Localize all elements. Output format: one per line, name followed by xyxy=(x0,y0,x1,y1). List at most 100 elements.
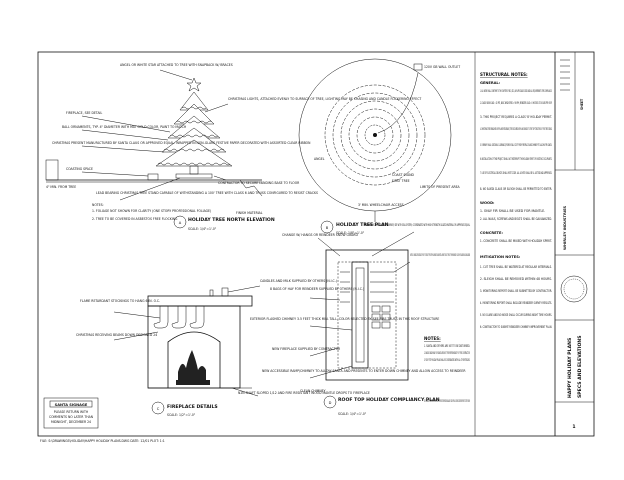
candle-icon xyxy=(209,289,214,297)
tree-elevation: ANGEL OR WHITE STAR ATTACHED TO TREE WIT… xyxy=(45,63,421,231)
detail-bubble xyxy=(173,215,187,229)
tree-note-1: 1. FOLIAGE NOT SHOWN FOR CLARITY (ONE ST… xyxy=(92,209,211,213)
svg-text:C: C xyxy=(157,407,160,411)
detail-bubble xyxy=(151,401,165,415)
roof-callout-landing: LIMITS OF LANDING ZONE MIDDLE OF ROOF TO… xyxy=(410,253,470,257)
tree-plan: 120V GB WALL OUTLET ANGEL COAST STAND FI… xyxy=(298,58,461,235)
footer-file-path: FILE: S:\DRAWINGS\HOLIDAY\HAPPY HOLIDAY … xyxy=(40,439,165,443)
tree-lights xyxy=(157,106,231,166)
flame-icon xyxy=(178,350,206,380)
plan-scalloped-rings xyxy=(324,84,426,186)
detail-title: ROOF TOP HOLIDAY COMPLIANCY PLAN xyxy=(338,397,440,403)
roof-callout-fireplace: NEW FIREPLACE SUPPLIED BY CONTRACTOR xyxy=(272,347,341,351)
detail-title: FIREPLACE DETAILS xyxy=(167,404,218,410)
svg-text:GENERAL:: GENERAL: xyxy=(480,81,501,85)
svg-text:8. NO SANTA CLAUS OR SLEIGH SH: 8. NO SANTA CLAUS OR SLEIGH SHALL BE PER… xyxy=(480,187,552,191)
svg-text:2. SLEIGH SHALL BE REMOVED WIT: 2. SLEIGH SHALL BE REMOVED WITHIN 48 HOU… xyxy=(480,277,552,281)
mid-notes: NOTES: 1. SANTA AND OTHERS ARE NOT TO BE… xyxy=(424,336,470,403)
detail-bubble xyxy=(323,395,337,409)
svg-text:D: D xyxy=(329,401,332,405)
roof-hatching xyxy=(340,271,394,303)
plan-callout-limits: LIMITS OF PRESENT AREA xyxy=(420,185,461,189)
svg-text:A: A xyxy=(179,221,182,225)
chimney-walk xyxy=(351,261,369,369)
tree-tiers xyxy=(155,91,233,167)
plan-callout-outlet: 120V GB WALL OUTLET xyxy=(424,65,460,69)
detail-title: HOLIDAY TREE PLAN xyxy=(336,222,389,228)
svg-text:1. ALL WORK SHALL CONFORM TO T: 1. ALL WORK SHALL CONFORM TO THE CHAPTER… xyxy=(480,89,552,93)
svg-text:2. LOADS: SNOW LOAD = 20 PSF,: 2. LOADS: SNOW LOAD = 20 PSF, BASIC WIND… xyxy=(480,101,552,105)
present-box xyxy=(147,173,159,181)
star-icon xyxy=(186,77,202,92)
svg-text:4. MONITORING REPORT SHALL INC: 4. MONITORING REPORT SHALL INCLUDE REIND… xyxy=(480,301,552,305)
svg-text:7. USE OF ELECTRICAL DEVICES S: 7. USE OF ELECTRICAL DEVICES SHALL MEET … xyxy=(480,171,552,175)
svg-text:1. ONLY FIR SHALL BE USED FOR: 1. ONLY FIR SHALL BE USED FOR MANTLE. xyxy=(480,209,545,213)
svg-text:WOOD:: WOOD: xyxy=(480,201,495,205)
plan-callout-tree: FIRST TREE xyxy=(392,179,410,183)
svg-text:CONCRETE:: CONCRETE: xyxy=(480,231,503,235)
tree-note-2: 2. TREE TO BE COVERED IN ASBESTOS FREE F… xyxy=(92,217,178,221)
structural-notes: STRUCTURAL NOTES: GENERAL: 1. ALL WORK S… xyxy=(480,72,552,329)
sheet-title: SPECS AND ELEVATIONS xyxy=(577,335,583,398)
fireplace-detail: FLAME RETARDANT STOCKINGS TO HANG 6 IN. … xyxy=(76,279,370,417)
hay-bales xyxy=(371,305,391,329)
milk-glass-icon xyxy=(221,287,229,297)
svg-text:1. SANTA AND OTHERS ARE NOT TO: 1. SANTA AND OTHERS ARE NOT TO BE DISTUR… xyxy=(424,344,470,348)
svg-text:4. CHRISTMAS TREE BRANCHES WIT: 4. CHRISTMAS TREE BRANCHES WITH FLAME RE… xyxy=(480,127,552,131)
stocking-icon xyxy=(171,305,187,329)
detail-scale: SCALE: 1/8"=1'-0" xyxy=(336,231,365,235)
plan-callout-stand: COAST STAND xyxy=(392,173,415,177)
fp-callout-shaft: N2N SHAFT SLOPED 1/12 AND FIRE RESISTANT… xyxy=(238,391,370,395)
roof-callout-chimney: EXTERIOR FLASHED CHIMNEY 3.5 FEET THICK … xyxy=(250,317,439,321)
callout-present: CHRISTMAS PRESENT MANUFACTURED BY SANTA … xyxy=(52,141,311,145)
mantle xyxy=(147,295,253,307)
roof-leaders xyxy=(309,231,415,379)
svg-text:5. NO GLARE AND NO NOISE SHALL: 5. NO GLARE AND NO NOISE SHALL OCCUR DUR… xyxy=(480,313,552,317)
detail-bubble xyxy=(320,220,334,234)
roof-plan: PRIMARY SLEIGH CONTAINMENT BARRIER, SEE … xyxy=(250,223,470,416)
svg-text:3. MONITORING REPORT SHALL BE: 3. MONITORING REPORT SHALL BE SUBMITTED … xyxy=(480,289,552,293)
svg-text:3. THIS PROJECT REQUIRES A CLA: 3. THIS PROJECT REQUIRES A CLASS 'B' HOL… xyxy=(480,115,552,119)
stockings xyxy=(153,305,205,329)
svg-text:MIDNIGHT, DECEMBER 24: MIDNIGHT, DECEMBER 24 xyxy=(51,420,91,424)
title-block: SHEET WHIRLEY INDUSTRIES HAPPY HOLIDAY P… xyxy=(560,59,588,430)
landing-zone xyxy=(337,261,397,369)
callout-coasting: COASTING SPACE xyxy=(66,167,93,171)
firebox-opening xyxy=(167,331,221,388)
detail-title: HOLIDAY TREE NORTH ELEVATION xyxy=(188,217,275,223)
fireplace-leaders xyxy=(113,285,261,397)
svg-text:6. CONTRACTOR TO SUBMIT REINDE: 6. CONTRACTOR TO SUBMIT REINDEER CHIMNEY… xyxy=(480,325,552,329)
svg-text:5. CHIMNEY SHALL SUSTAIN A CLE: 5. CHIMNEY SHALL SUSTAIN A CLEARANCE, RE… xyxy=(480,143,552,147)
firm-name: WHIRLEY INDUSTRIES xyxy=(563,205,567,250)
outlet-icon xyxy=(413,63,423,71)
svg-text:3. ROOF TOP HOLIDAY PLAN SHALL: 3. ROOF TOP HOLIDAY PLAN SHALL BE COORDI… xyxy=(424,358,470,362)
detail-scale: SCALE: 1/2"=1'-0" xyxy=(167,413,196,417)
svg-text:COMMENTS NO LATER THAN: COMMENTS NO LATER THAN xyxy=(49,415,94,419)
seal-stamp xyxy=(560,275,588,303)
tree-stand xyxy=(175,173,213,179)
callout-fireplace: FIREPLACE, SEE DETAIL xyxy=(66,111,102,115)
svg-text:2. ALL NAILS, SCREWS AND BOLTS: 2. ALL NAILS, SCREWS AND BOLTS SHALL BE … xyxy=(480,217,552,221)
roof-callout-clean: CLEAN CHIMNEY xyxy=(300,389,326,393)
plan-center xyxy=(373,133,377,137)
fp-callout-beams: CHRISTMAS RECEIVING BEAMS DOWN DESIGNED … xyxy=(76,333,157,337)
svg-text:B: B xyxy=(326,226,329,230)
sheet-border xyxy=(37,51,595,437)
project-title: HAPPY HOLIDAY PLANS xyxy=(567,338,573,398)
roof-area xyxy=(325,249,409,381)
tree-notes-heading: NOTES: xyxy=(92,203,104,207)
svg-text:NOTES:: NOTES: xyxy=(424,336,441,341)
callout-stand: LEAD BEARING CHRISTMAS TREE STAND CAPABL… xyxy=(96,191,318,195)
svg-text:1. CONCRETE SHALL BE MIXED WIT: 1. CONCRETE SHALL BE MIXED WITH HOLIDAY … xyxy=(480,239,552,243)
callout-min-distance: 4" MIN. FROM TREE xyxy=(46,185,76,189)
stocking-icon xyxy=(153,305,169,329)
svg-text:PLEASE RETURN WITH: PLEASE RETURN WITH xyxy=(54,410,89,414)
callout-ornaments: BALL ORNAMENTS, TYP. 4" DIAMETER WITH MA… xyxy=(62,125,187,129)
signage-title: SANTA SIGNAGE xyxy=(55,403,88,407)
callout-secure: CONTRACTOR TO SECURE LANDING BASE TO FLO… xyxy=(218,181,300,185)
sheet-code: SHEET xyxy=(580,98,584,110)
svg-text:6. INSTALLATION OF THIS PROJEC: 6. INSTALLATION OF THIS PROJECT SHALL NO… xyxy=(480,157,552,161)
callout-finish: FINISH MATERIAL xyxy=(236,211,263,215)
plan-cord xyxy=(377,72,419,134)
